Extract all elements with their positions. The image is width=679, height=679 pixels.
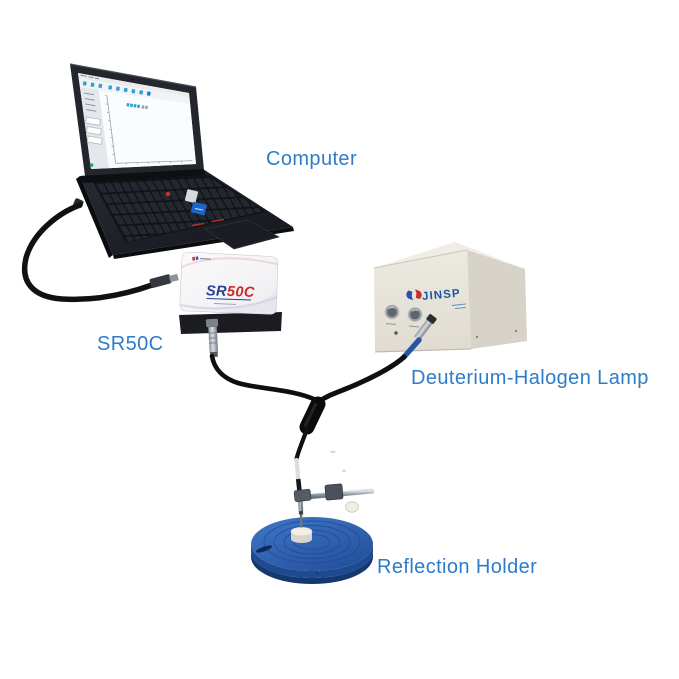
probe-clamp xyxy=(293,488,312,502)
lamp-front-bottom-edge xyxy=(374,348,472,353)
sr50c-model-subtext xyxy=(213,303,237,305)
lamp-screw-1 xyxy=(475,335,479,339)
intel-sticker-mark xyxy=(194,207,204,211)
app-menu-text xyxy=(80,74,100,80)
lamp-box: JINSP xyxy=(373,242,527,353)
usb-cable-wire xyxy=(21,202,155,303)
lamp-knob-right xyxy=(407,307,423,322)
lamp-top-face xyxy=(374,242,525,269)
holder-disc-top xyxy=(251,517,373,571)
laptop-base-left-edge xyxy=(76,176,113,258)
chart-y-axis xyxy=(106,95,193,164)
probe-black-segment xyxy=(295,478,302,493)
lamp-knob-left xyxy=(384,304,400,320)
trackpoint xyxy=(165,191,171,197)
keyboard-keys xyxy=(95,176,263,242)
sidebar-text-lines xyxy=(83,92,97,112)
reflection-holder xyxy=(251,450,375,584)
jinsp-logo-icon xyxy=(406,289,422,301)
chart-x-ticks xyxy=(126,160,182,165)
sr50c-wave-blue xyxy=(180,295,278,310)
sr50c-bottom-side xyxy=(179,312,282,334)
holder-disc-rings xyxy=(263,520,361,564)
probe-white-sleeve xyxy=(294,457,301,482)
lamp-right-face xyxy=(467,250,527,349)
laptop xyxy=(69,63,294,259)
taskbar-icon xyxy=(89,163,94,167)
stand-main-post-cap xyxy=(330,450,336,453)
app-chart-area xyxy=(98,90,196,169)
lamp-subtext-lines xyxy=(451,303,467,310)
sidebar-buttons xyxy=(85,116,103,145)
lamp-knob-labels xyxy=(385,323,420,328)
sample-puck-top xyxy=(290,526,313,536)
sr50c-fiber-connector xyxy=(205,318,219,358)
lamp-fiber-connector xyxy=(413,314,437,341)
fiber-junction-body xyxy=(299,396,326,435)
sr50c-wave-wash xyxy=(205,289,277,313)
trackpoint-buttons-red xyxy=(191,218,225,227)
lamp-front-face xyxy=(374,250,471,352)
label-sr50c: SR50C xyxy=(97,333,164,355)
fiber-spectrometer-to-junction xyxy=(209,353,319,403)
jinsp-logo-text: JINSP xyxy=(422,288,462,303)
sr50c-top-face xyxy=(179,251,279,315)
laptop-hinge xyxy=(80,169,206,183)
fiber-junction-highlight xyxy=(304,403,317,427)
sr50c-model-text: SR50C xyxy=(206,283,255,301)
sr50c-corner-logo-text xyxy=(199,257,212,260)
chart-y-ticks xyxy=(104,95,115,156)
fiber-junction-to-probe xyxy=(294,426,310,462)
sr50c-corner-logo-icon2 xyxy=(195,256,199,261)
fiber-lamp-to-junction xyxy=(317,354,407,404)
lid-edge-highlight xyxy=(69,63,197,88)
lamp-screw-2 xyxy=(514,329,518,333)
holder-front-mark xyxy=(316,572,318,574)
holder-handle-slot xyxy=(255,545,273,553)
spectrometer-sr50c: SR50C xyxy=(179,251,282,358)
label-computer: Computer xyxy=(266,148,358,170)
intel-sticker xyxy=(190,201,207,216)
webcam-dot xyxy=(132,78,134,81)
lamp-indicator-dot xyxy=(394,331,398,335)
sr50c-model-underline xyxy=(206,297,252,301)
chart-mini-toolbar xyxy=(126,102,149,110)
label-deuterium-halogen-lamp: Deuterium-Halogen Lamp xyxy=(411,367,649,389)
service-sticker xyxy=(184,189,199,204)
stand-cross-clamp xyxy=(324,483,344,501)
usb-plug-spectrometer xyxy=(149,273,179,289)
stand-second-post-cap xyxy=(341,469,347,472)
usb-cable xyxy=(21,198,179,303)
sr50c-corner-logo-icon xyxy=(192,256,196,261)
holder-disc-side xyxy=(251,544,373,578)
stand-thumb-knob xyxy=(345,501,359,513)
label-reflection-holder: Reflection Holder xyxy=(377,556,538,578)
app-titlebar xyxy=(78,73,190,97)
sr50c-wave-pink xyxy=(181,257,278,268)
lamp-fiber-blue-sleeve xyxy=(401,337,422,360)
holder-disc-base-ring xyxy=(251,551,373,584)
touchpad xyxy=(204,219,280,250)
app-toolbar-icons xyxy=(82,81,151,96)
lamp-front-top-edge xyxy=(373,249,468,269)
